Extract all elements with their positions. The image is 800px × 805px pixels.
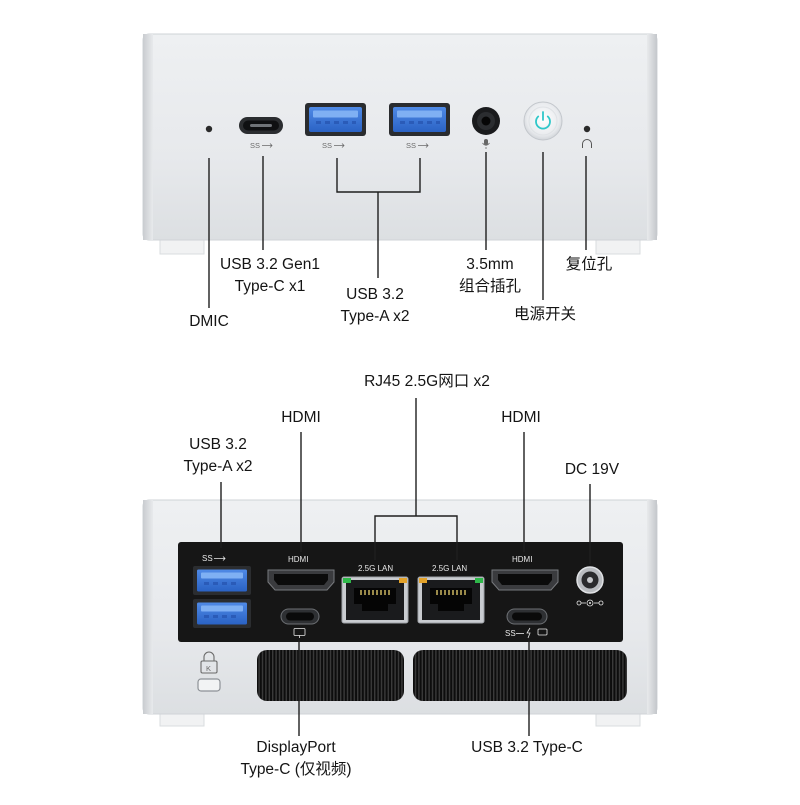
- svg-text:SS: SS: [322, 141, 332, 150]
- front-chassis: [142, 33, 658, 255]
- vent-right: [413, 650, 627, 701]
- lan-left-panel-label: 2.5G LAN: [358, 564, 393, 573]
- dmic-label: DMIC: [189, 313, 229, 330]
- kensington-lock-icon: K: [200, 651, 218, 674]
- front-usb-a-label: USB 3.2 Type-A x2: [340, 286, 410, 325]
- monitor-icon: [537, 628, 548, 636]
- usb-ss-icon: SS: [322, 141, 345, 150]
- front-usb-a-port-right[interactable]: [389, 103, 450, 136]
- monitor-icon: [293, 628, 306, 638]
- dc-jack[interactable]: [576, 566, 604, 594]
- svg-text:SS: SS: [250, 141, 260, 150]
- rear-leader-lines: [220, 398, 591, 736]
- rear-usb-c-port[interactable]: [506, 608, 548, 625]
- front-bevel-right: [647, 34, 657, 240]
- hdmi-right-panel-label: HDMI: [512, 555, 532, 564]
- usb-ss-icon: SS: [505, 629, 524, 638]
- hdmi-left-panel-label: HDMI: [288, 555, 308, 564]
- kensington-slot[interactable]: [197, 678, 221, 692]
- front-leader-lines: [208, 152, 587, 308]
- hdmi-right-label: HDMI: [501, 409, 541, 426]
- audio-jack-label: 3.5mm 组合插孔: [458, 256, 522, 295]
- reset-label: 复位孔: [565, 256, 613, 273]
- lan-port-left[interactable]: [341, 576, 409, 624]
- lan-port-right[interactable]: [417, 576, 485, 624]
- reset-hole: [583, 125, 591, 133]
- lan-right-panel-label: 2.5G LAN: [432, 564, 467, 573]
- rear-usb-a-label: USB 3.2 Type-A x2: [183, 436, 253, 475]
- audio-jack[interactable]: [472, 107, 500, 135]
- svg-text:K: K: [206, 664, 211, 673]
- rear-bevel-right: [647, 500, 657, 714]
- svg-text:SS: SS: [202, 554, 213, 563]
- front-usb-c-port[interactable]: [239, 117, 283, 134]
- power-switch-label: 电源开关: [513, 306, 577, 323]
- rj45-label: RJ45 2.5G网口 x2: [364, 373, 490, 390]
- svg-text:SS: SS: [505, 629, 516, 638]
- lan-left-led-amber: [399, 578, 407, 583]
- displayport-label: DisplayPort Type-C (仅视频): [240, 739, 352, 778]
- usb-ss-icon: SS: [406, 141, 429, 150]
- hdmi-left-label: HDMI: [281, 409, 321, 426]
- rear-usb-a-port-bottom[interactable]: [193, 599, 251, 628]
- hdmi-port-left[interactable]: [267, 569, 335, 591]
- usb-ss-icon: SS: [202, 554, 226, 563]
- rear-bevel-left: [143, 500, 153, 714]
- lan-right-led-amber: [419, 578, 427, 583]
- dc-polarity-icon: [576, 599, 604, 607]
- hdmi-port-right[interactable]: [491, 569, 559, 591]
- lan-left-led-green: [343, 578, 351, 583]
- lan-right-led-green: [475, 578, 483, 583]
- dmic-hole: [205, 125, 213, 133]
- front-body: [142, 33, 658, 241]
- vent-left: [257, 650, 404, 701]
- front-bevel-left: [143, 34, 153, 240]
- dc-label: DC 19V: [564, 461, 620, 478]
- rear-usb-c-label: USB 3.2 Type-C: [471, 739, 583, 756]
- displayport-type-c-port[interactable]: [280, 608, 320, 625]
- front-usb-c-label: USB 3.2 Gen1 Type-C x1: [220, 256, 320, 295]
- usb-ss-icon: SS: [250, 141, 273, 150]
- front-usb-a-port-left[interactable]: [305, 103, 366, 136]
- headphone-icon: [582, 139, 592, 148]
- rear-usb-a-port-top[interactable]: [193, 566, 251, 595]
- power-icon: [535, 111, 551, 130]
- svg-text:SS: SS: [406, 141, 416, 150]
- microphone-icon: [482, 139, 490, 149]
- thunderbolt-icon: [526, 627, 531, 639]
- power-button[interactable]: [523, 101, 563, 141]
